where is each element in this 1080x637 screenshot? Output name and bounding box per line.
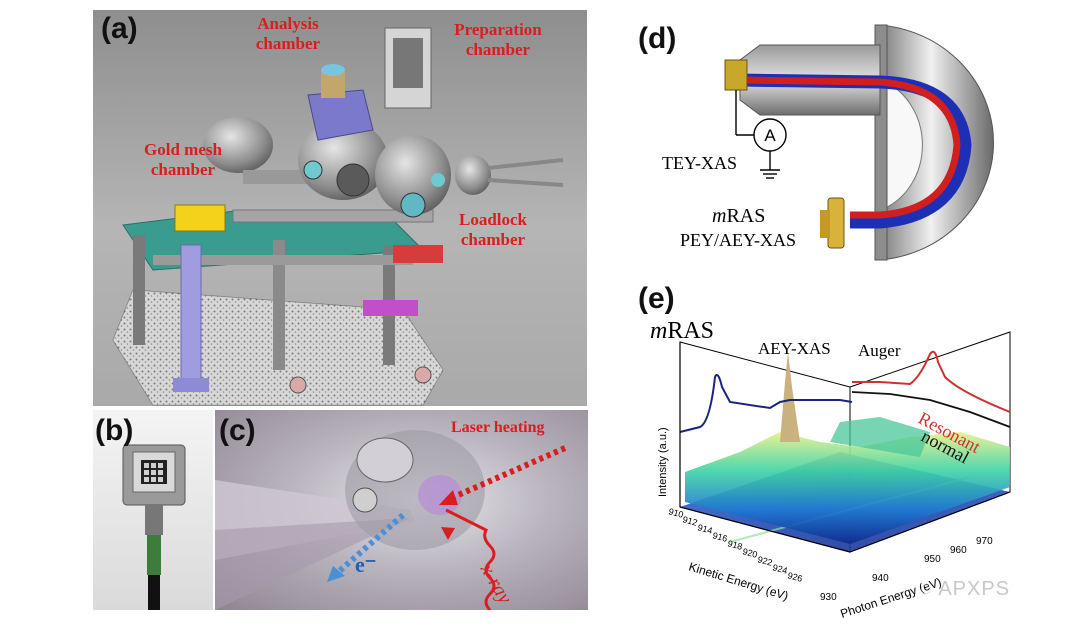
panel-c: (c) Laser heating e⁻ x-ray	[215, 410, 588, 610]
kinetic-tick: 924	[771, 562, 788, 576]
gold-mesh-chamber-label: Gold mesh chamber	[144, 140, 222, 179]
photon-tick: 940	[872, 573, 889, 584]
mras-italic: m	[712, 205, 727, 227]
analyzer-schematic: A	[724, 24, 995, 261]
kinetic-tick: 914	[696, 522, 713, 536]
y-axis-label: Intensity (a.u.)	[657, 427, 669, 497]
panel-label: (b)	[95, 414, 134, 447]
mras-label: mRAS	[712, 205, 765, 228]
panel-label: (d)	[638, 22, 677, 55]
kinetic-tick: 920	[741, 546, 758, 560]
panel-label: (c)	[219, 414, 256, 447]
mras-italic: m	[650, 318, 668, 344]
preparation-chamber-label: Preparation chamber	[454, 20, 542, 59]
laser-heating-label: Laser heating	[451, 419, 545, 436]
photon-tick: 930	[820, 592, 837, 603]
kinetic-tick: 922	[756, 554, 773, 568]
panel-d: A (d) TEY-XAS mRAS PEY/AEY-XAS	[630, 10, 1050, 270]
panel-e: 910 912 914 916 918 920 922 924 926 930 …	[630, 282, 1070, 632]
panel-a: (a) Analysis chamber Preparation chamber…	[93, 10, 587, 406]
panel-b: (b)	[93, 410, 213, 610]
kinetic-tick: 918	[726, 538, 743, 552]
chat-icon: ◌	[920, 578, 933, 600]
loadlock-chamber-label: Loadlock chamber	[458, 210, 528, 249]
tey-label: TEY-XAS	[662, 153, 737, 173]
auger-label: Auger	[858, 341, 901, 360]
aey-label: AEY-XAS	[758, 339, 831, 358]
analysis-chamber-label: Analysis chamber	[255, 14, 321, 53]
mras-label: mRAS	[650, 318, 714, 345]
chamber-photo	[215, 430, 567, 610]
photon-tick: 970	[976, 536, 993, 547]
watermark-text: APXPS	[938, 578, 1011, 600]
ammeter-symbol: A	[764, 126, 776, 145]
kinetic-tick: 912	[681, 514, 698, 528]
mras-rest: RAS	[667, 318, 715, 344]
panel-label: (a)	[101, 12, 138, 45]
kinetic-tick: 926	[786, 570, 803, 584]
detector-render	[122, 444, 186, 610]
spectrum-3d-plot: 910 912 914 916 918 920 922 924 926 930 …	[657, 331, 1011, 621]
photon-tick: 950	[924, 554, 941, 565]
pey-label: PEY/AEY-XAS	[680, 230, 797, 250]
mras-rest: RAS	[726, 205, 766, 227]
kinetic-tick: 910	[667, 506, 684, 520]
photon-tick: 960	[950, 545, 967, 556]
apparatus-render	[112, 27, 564, 406]
electron-label: e⁻	[355, 552, 377, 577]
panel-label: (e)	[638, 282, 675, 315]
kinetic-tick: 916	[711, 530, 728, 544]
watermark: ◌ APXPS	[920, 578, 1010, 601]
